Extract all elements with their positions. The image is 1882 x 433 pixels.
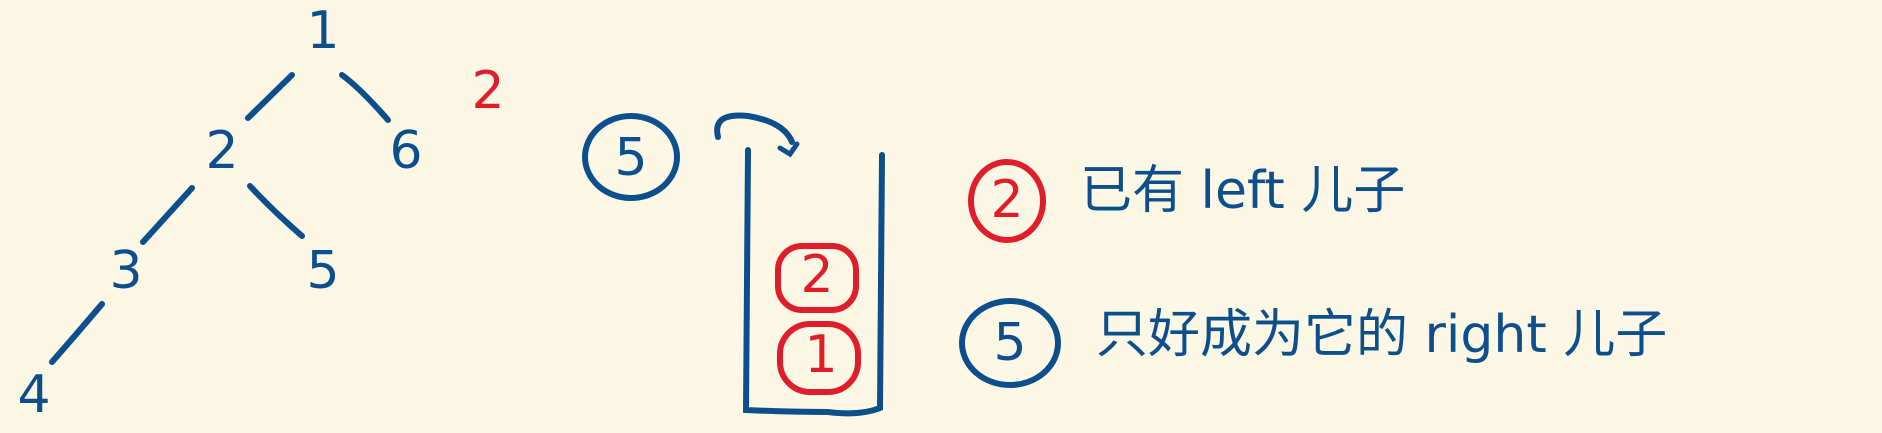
tree-node-4: 4 bbox=[17, 365, 50, 425]
stack-container bbox=[742, 147, 885, 417]
tree-nodes: 1 2 6 3 5 4 bbox=[17, 1, 422, 425]
edge-2-5 bbox=[247, 183, 305, 239]
incoming-node-label: 5 bbox=[614, 128, 647, 188]
stack-item-label: 1 bbox=[804, 325, 837, 385]
edge-2-3 bbox=[140, 185, 195, 245]
tree-node-5: 5 bbox=[306, 241, 339, 301]
edge-1-2 bbox=[245, 72, 295, 121]
push-arrow-head bbox=[777, 141, 800, 158]
incoming-node-circle bbox=[582, 113, 680, 201]
push-arrow bbox=[714, 112, 795, 145]
tree-node-3: 3 bbox=[109, 241, 142, 301]
tree-node-2: 2 bbox=[205, 121, 238, 181]
tree-node-1: 1 bbox=[306, 1, 339, 61]
tree-edges bbox=[49, 72, 391, 365]
tree-node-6: 6 bbox=[389, 121, 422, 181]
stack-item-frame bbox=[775, 243, 859, 313]
stack-item: 1 bbox=[777, 321, 861, 395]
note-text: 已有 left 儿子 bbox=[1080, 161, 1405, 221]
note-marker-label: 5 bbox=[993, 313, 1026, 373]
stack-item-label: 2 bbox=[800, 245, 833, 305]
note-text: 只好成为它的 right 儿子 bbox=[1096, 305, 1667, 365]
note-marker-circle bbox=[968, 159, 1046, 243]
edge-1-6 bbox=[339, 72, 391, 123]
stack-item-frame bbox=[777, 321, 861, 395]
incoming-node: 5 bbox=[582, 113, 680, 201]
note-becomes-right-child: 5 只好成为它的 right 儿子 bbox=[959, 298, 1667, 388]
side-label-2: 2 bbox=[471, 61, 504, 121]
note-left-child-exists: 2 已有 left 儿子 bbox=[968, 159, 1405, 243]
note-marker-circle bbox=[959, 298, 1061, 388]
note-marker-label: 2 bbox=[990, 170, 1023, 230]
edge-3-4 bbox=[49, 301, 105, 365]
stack-item: 2 bbox=[775, 243, 859, 313]
